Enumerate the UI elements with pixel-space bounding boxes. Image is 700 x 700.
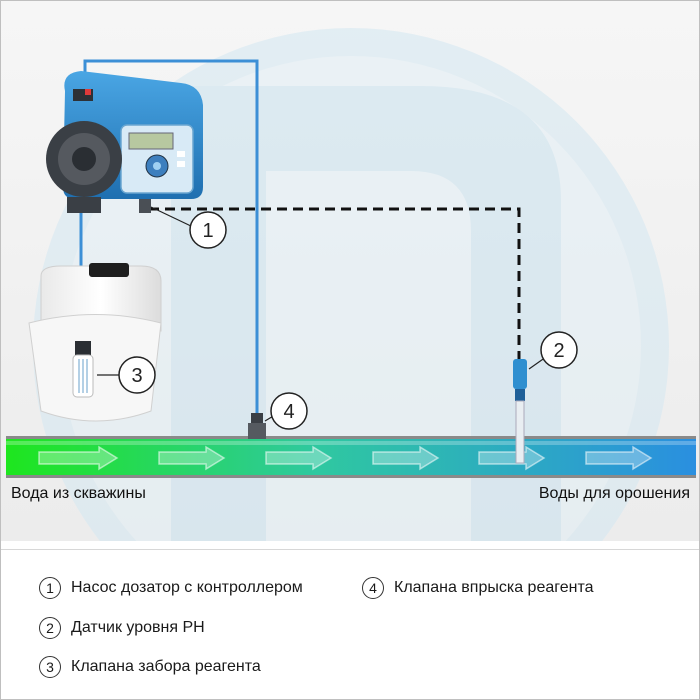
legend-number: 3: [39, 656, 61, 678]
reagent-tank-icon: [28, 263, 162, 422]
irrigation-diagram: 1 2 3 4 Вода из скважины Воды для орошен…: [1, 1, 699, 541]
svg-text:4: 4: [283, 401, 294, 423]
callout-4: 4: [270, 392, 308, 430]
svg-text:2: 2: [553, 340, 564, 362]
diagram-canvas: 1 2 3 4: [6, 28, 696, 541]
legend-item-3: 3 Клапана забора реагента: [39, 656, 261, 678]
ph-sensor-icon: [513, 359, 527, 464]
legend-text: Клапана впрыска реагента: [394, 579, 594, 596]
svg-text:3: 3: [131, 365, 142, 387]
injection-valve-icon: [248, 413, 266, 439]
legend-item-4: 4 Клапана впрыска реагента: [362, 577, 594, 599]
inlet-label: Вода из скважины: [11, 485, 146, 502]
legend-item-2: 2 Датчик уровня PH: [39, 617, 205, 639]
callout-1: 1: [189, 211, 227, 249]
flow-arrow-icon: [38, 445, 653, 471]
dosing-pump-icon: [46, 71, 203, 213]
legend-number: 2: [39, 617, 61, 639]
legend-number: 1: [39, 577, 61, 599]
outlet-label: Воды для орошения: [538, 485, 690, 502]
water-pipe: [6, 436, 696, 478]
legend-text: Датчик уровня PH: [71, 619, 205, 636]
callout-2: 2: [540, 331, 578, 369]
legend-text: Клапана забора реагента: [71, 658, 261, 675]
legend-text: Насос дозатор с контроллером: [71, 579, 303, 596]
legend-item-1: 1 Насос дозатор с контроллером: [39, 577, 303, 599]
callout-3: 3: [118, 356, 156, 394]
intake-valve-icon: [72, 341, 94, 398]
legend-number: 4: [362, 577, 384, 599]
sensor-signal-line: [149, 207, 521, 361]
svg-text:1: 1: [202, 220, 213, 242]
legend-divider: [1, 549, 699, 550]
